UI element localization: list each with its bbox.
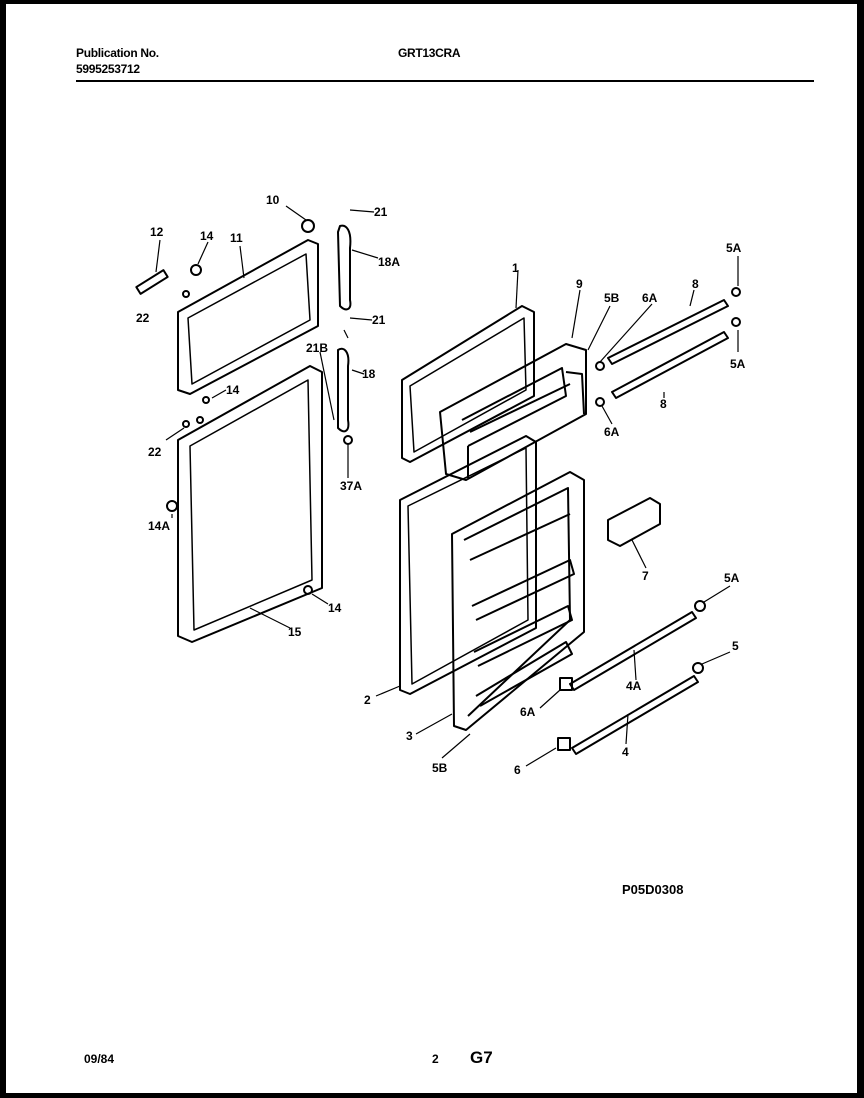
frame-right-edge bbox=[857, 0, 864, 1098]
callout-9: 9 bbox=[576, 277, 583, 291]
callout-15: 15 bbox=[288, 625, 302, 639]
callout-5a-upper: 5A bbox=[730, 357, 746, 371]
freezer-door-shell bbox=[439, 343, 587, 481]
freezer-gasket bbox=[401, 305, 535, 463]
callout-21b: 21B bbox=[306, 341, 328, 355]
callout-14-mid: 14 bbox=[226, 383, 240, 397]
callout-18a: 18A bbox=[378, 255, 400, 269]
frame-top-edge bbox=[0, 0, 864, 4]
callout-12: 12 bbox=[150, 225, 164, 239]
publication-number: 5995253712 bbox=[76, 62, 140, 76]
frame-left-edge bbox=[0, 0, 6, 1098]
trim-strip-upper bbox=[607, 299, 729, 365]
callout-18: 18 bbox=[362, 367, 376, 381]
callout-14a: 14A bbox=[148, 519, 170, 533]
fresh-food-door-liner bbox=[177, 365, 323, 643]
end-cap-5a-top bbox=[731, 287, 741, 297]
header-rule bbox=[76, 80, 814, 82]
screw-14-mid bbox=[196, 416, 204, 424]
callout-5b-top: 5B bbox=[604, 291, 620, 305]
callout-5b-lower: 5B bbox=[432, 761, 448, 775]
screw-37a bbox=[343, 435, 353, 445]
shelf-bar bbox=[607, 497, 661, 547]
model-number: GRT13CRA bbox=[398, 46, 461, 60]
callout-4: 4 bbox=[622, 745, 629, 759]
callout-5: 5 bbox=[732, 639, 739, 653]
screw-14-top bbox=[190, 264, 202, 276]
end-cap-5a-lower bbox=[694, 600, 706, 612]
end-cap-6a-lower bbox=[595, 397, 605, 407]
callout-4a: 4A bbox=[626, 679, 642, 693]
footer-section-code: G7 bbox=[470, 1048, 493, 1067]
end-cap-5 bbox=[692, 662, 704, 674]
footer-page-number: 2 bbox=[432, 1052, 439, 1066]
callout-6a-top: 6A bbox=[642, 291, 658, 305]
callout-14-top: 14 bbox=[200, 229, 214, 243]
screw-14-bottom bbox=[303, 585, 313, 595]
freezer-handle bbox=[337, 224, 352, 311]
callout-6a-lower: 6A bbox=[520, 705, 536, 719]
publication-label: Publication No. bbox=[76, 46, 159, 60]
callout-5a-lower: 5A bbox=[724, 571, 740, 585]
callout-37a: 37A bbox=[340, 479, 362, 493]
screw-14-upper-mid bbox=[202, 396, 210, 404]
screw-22-lower bbox=[182, 420, 190, 428]
trim-strip-4 bbox=[571, 675, 699, 755]
trim-piece-12 bbox=[135, 269, 169, 295]
callout-21-lower: 21 bbox=[372, 313, 386, 327]
callout-22-lower: 22 bbox=[148, 445, 162, 459]
callout-2: 2 bbox=[364, 693, 371, 707]
trim-strip-lower bbox=[611, 331, 729, 399]
callout-11: 11 bbox=[230, 231, 243, 245]
callout-21-top: 21 bbox=[374, 205, 388, 219]
callout-7: 7 bbox=[642, 569, 649, 583]
callout-6a-upper-lower: 6A bbox=[604, 425, 620, 439]
end-cap-6a-lower-trim bbox=[559, 677, 573, 691]
figure-code: P05D0308 bbox=[622, 882, 683, 897]
callout-10: 10 bbox=[266, 193, 280, 207]
callout-3: 3 bbox=[406, 729, 413, 743]
frame-bottom-edge bbox=[0, 1093, 864, 1098]
callout-8-lower: 8 bbox=[660, 397, 667, 411]
end-cap-5a-upper bbox=[731, 317, 741, 327]
plug-14a bbox=[166, 500, 178, 512]
callout-5a-top: 5A bbox=[726, 241, 742, 255]
callout-1: 1 bbox=[512, 261, 519, 275]
end-cap-6 bbox=[557, 737, 571, 751]
callout-22-top: 22 bbox=[136, 311, 150, 325]
fresh-food-door-shell bbox=[451, 471, 585, 731]
end-cap-6a-upper bbox=[595, 361, 605, 371]
plug-10 bbox=[301, 219, 315, 233]
fresh-food-handle bbox=[337, 347, 350, 433]
fresh-food-gasket bbox=[399, 435, 537, 695]
callout-labels: 12 14 11 10 21 18A 22 21 21B 18 14 22 37… bbox=[136, 193, 746, 897]
screw-22-top bbox=[182, 290, 190, 298]
freezer-door-liner bbox=[177, 239, 319, 395]
callout-6: 6 bbox=[514, 763, 521, 777]
callout-14-bottom: 14 bbox=[328, 601, 342, 615]
callout-8-top: 8 bbox=[692, 277, 699, 291]
footer-date: 09/84 bbox=[84, 1052, 115, 1066]
